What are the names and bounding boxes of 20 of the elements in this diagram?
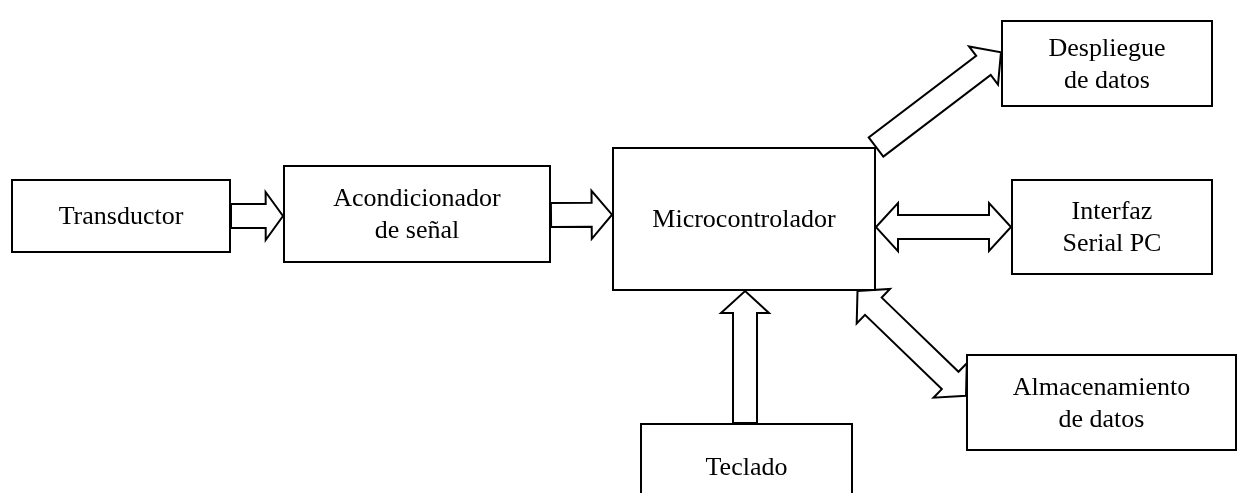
block-box: [11, 179, 231, 253]
block-arrow: [549, 188, 614, 242]
block-arrow: [718, 289, 772, 424]
block-box: [1001, 20, 1213, 107]
block-box: [640, 423, 853, 493]
block-arrow: [867, 44, 1003, 158]
block-label: Despliegue de datos: [1047, 31, 1167, 96]
block-arrow: [855, 287, 968, 399]
block-label: Interfaz Serial PC: [1061, 195, 1163, 259]
block-box: [1011, 179, 1213, 275]
block-box: [612, 147, 876, 291]
block-box: [283, 165, 551, 263]
block-label: Acondicionador de señal: [332, 182, 502, 246]
block-label: Almacenamiento de datos: [1011, 370, 1192, 435]
block-arrow: [874, 200, 1013, 254]
block-box: [966, 354, 1237, 451]
block-label: Teclado: [705, 451, 788, 483]
block-arrow: [230, 188, 285, 244]
block-label: Transductor: [58, 200, 184, 232]
block-label: Microcontrolador: [652, 203, 836, 235]
